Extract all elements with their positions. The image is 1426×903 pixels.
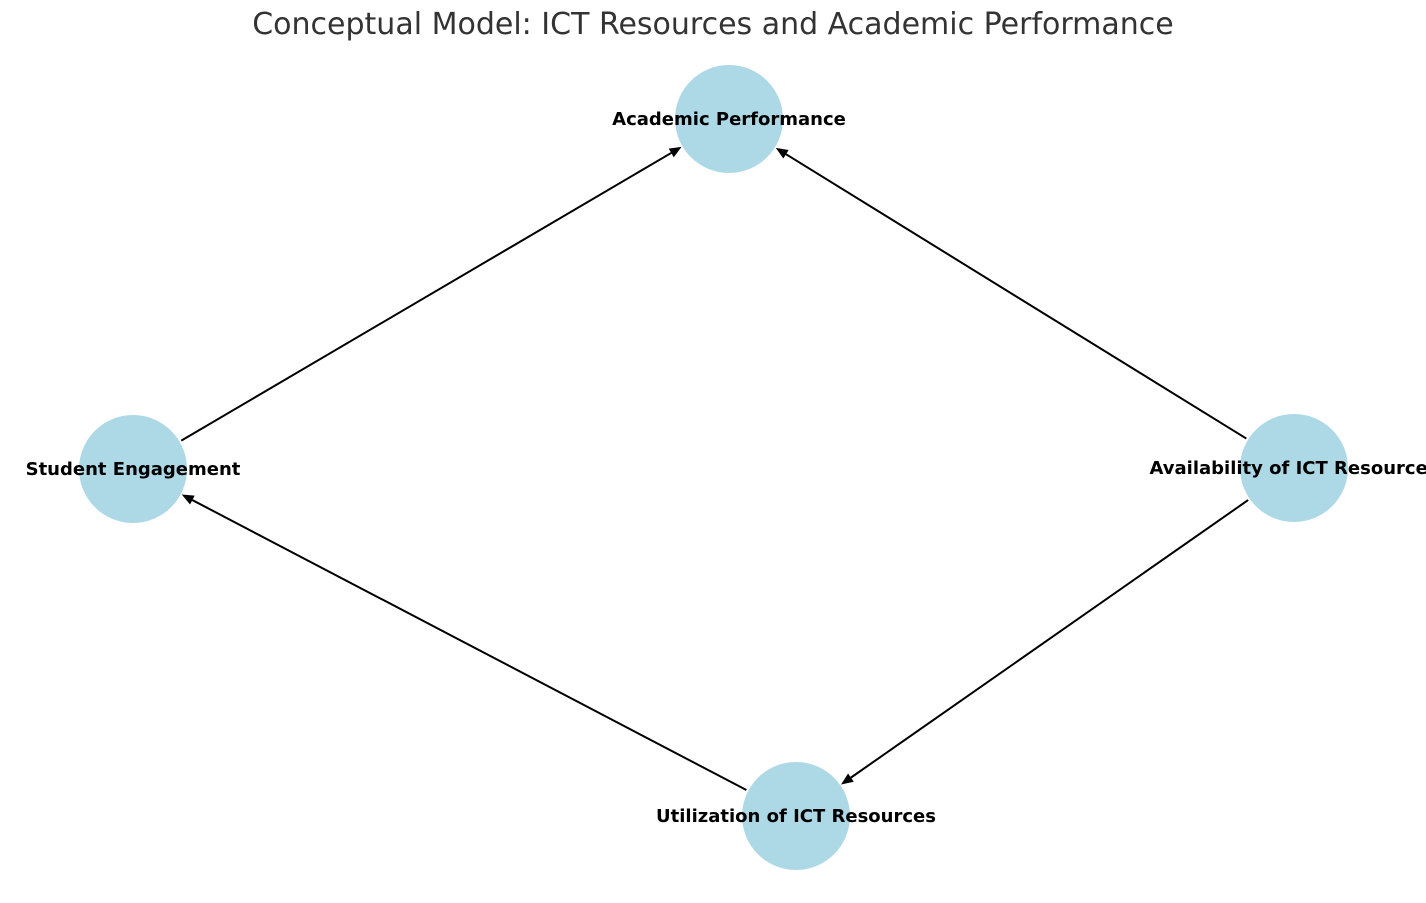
edge-engagement-to-academic (180, 152, 672, 442)
node-engagement (79, 415, 187, 523)
nodes-layer (79, 65, 1348, 870)
edge-availability-to-utilization (850, 499, 1249, 779)
node-utilization (742, 762, 850, 870)
node-label-academic: Academic Performance (612, 109, 846, 130)
node-label-utilization: Utilization of ICT Resources (656, 806, 936, 827)
arrowhead-availability-to-academic (775, 147, 789, 159)
node-availability (1240, 414, 1348, 522)
arrowhead-engagement-to-academic (668, 146, 682, 158)
edge-availability-to-academic (785, 153, 1247, 440)
arrowhead-utilization-to-engagement (181, 494, 195, 505)
node-label-engagement: Student Engagement (26, 459, 241, 480)
edges-layer (180, 146, 1249, 791)
node-label-availability: Availability of ICT Resources (1149, 458, 1426, 479)
arrowhead-availability-to-utilization (841, 773, 854, 785)
edge-utilization-to-engagement (191, 499, 747, 791)
node-academic (675, 65, 783, 173)
diagram-title: Conceptual Model: ICT Resources and Acad… (252, 7, 1174, 42)
